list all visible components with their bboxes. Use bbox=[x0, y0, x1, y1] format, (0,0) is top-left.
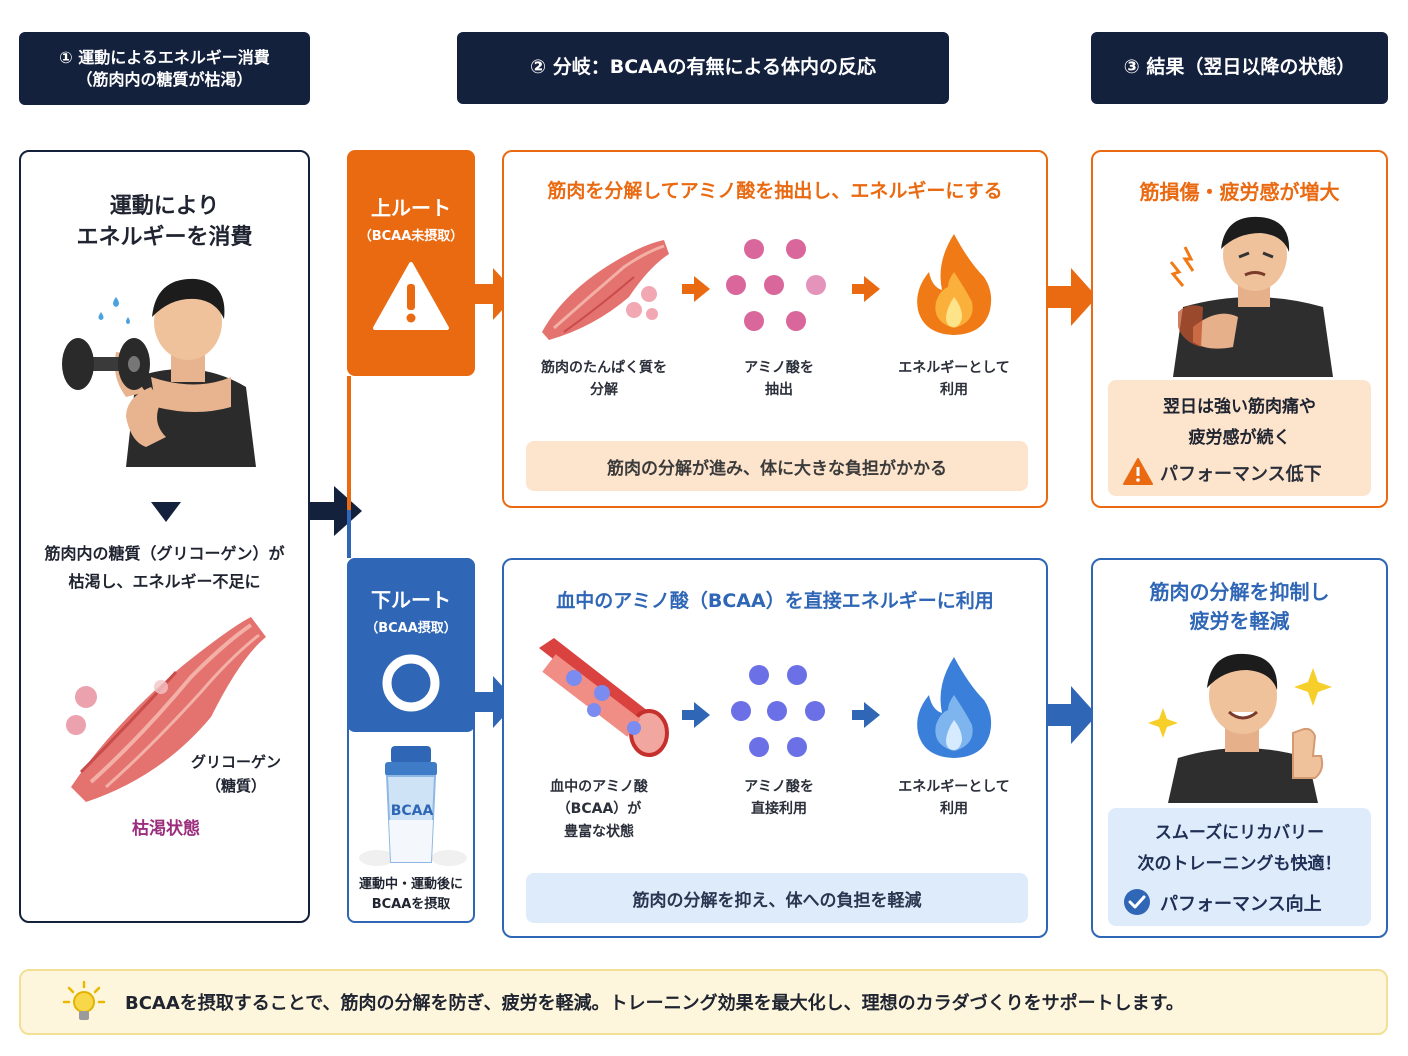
upper-step1-caption: 筋肉のたんぱく質を 分解 bbox=[524, 357, 684, 402]
good-result-panel: 筋肉の分解を抑制し 疲労を軽減 スムーズにリカバリー 次のトレーニングも快適！ … bbox=[1091, 558, 1388, 938]
performance-up-label: パフォーマンス向上 bbox=[1160, 894, 1322, 915]
amino-acid-cluster-blue bbox=[731, 665, 825, 757]
man-dumbbell-illustration bbox=[62, 278, 256, 467]
lower-process-title: 血中のアミノ酸（BCAA）を直接エネルギーに利用 bbox=[556, 590, 994, 612]
upper-step3-caption: エネルギーとして 利用 bbox=[879, 357, 1029, 402]
step1-header-line2: （筋肉内の糖質が枯渇） bbox=[76, 69, 253, 89]
step2-header: ② 分岐：BCAAの有無による体内の反応 bbox=[457, 32, 949, 104]
amino-acid-cluster-pink bbox=[726, 239, 826, 331]
upper-process-note: 筋肉の分解が進み、体に大きな負担がかかる bbox=[526, 441, 1028, 491]
performance-down-label: パフォーマンス低下 bbox=[1160, 464, 1322, 485]
bad-result-text: 翌日は強い筋肉痛や 疲労感が続く bbox=[1108, 392, 1371, 453]
lower-step3-line1: エネルギーとして bbox=[898, 779, 1010, 795]
glycogen-label: グリコーゲン （糖質） bbox=[171, 750, 301, 798]
bad-result-line1: 翌日は強い筋肉痛や bbox=[1163, 397, 1316, 417]
lower-step2-caption: アミノ酸を 直接利用 bbox=[709, 776, 849, 821]
lower-route-container: 下ルート （BCAA摂取） BCAA 運動中・運動後に BCAAを摂取 bbox=[347, 558, 475, 923]
upper-step1-line2: 分解 bbox=[590, 382, 618, 399]
bad-result-title: 筋損傷・疲労感が増大 bbox=[1139, 180, 1340, 204]
blue-flame-icon bbox=[917, 657, 992, 758]
depleted-status: 枯渇状態 bbox=[132, 819, 200, 839]
good-result-box: スムーズにリカバリー 次のトレーニングも快適！ パフォーマンス向上 bbox=[1108, 808, 1371, 926]
down-arrow-icon bbox=[151, 502, 181, 522]
shaker-caption-line1: 運動中・運動後に bbox=[358, 877, 463, 892]
lower-process-note: 筋肉の分解を抑え、体への負担を軽減 bbox=[526, 873, 1028, 923]
good-result-title: 筋肉の分解を抑制し 疲労を軽減 bbox=[1093, 578, 1386, 636]
lower-step1-line3: 豊富な状態 bbox=[564, 823, 634, 840]
upper-step-arrow-1 bbox=[682, 276, 710, 302]
muscle-breakdown-illustration bbox=[542, 240, 669, 340]
upper-route-connector bbox=[347, 376, 351, 512]
lower-step1-line1: 血中のアミノ酸 bbox=[550, 779, 648, 795]
lower-step3-line2: 利用 bbox=[940, 801, 968, 818]
upper-step1-line1: 筋肉のたんぱく質を bbox=[541, 360, 667, 376]
upper-route-sub-text: （BCAA未摂取） bbox=[358, 229, 464, 244]
step1-header-line1: ① 運動によるエネルギー消費 bbox=[59, 47, 270, 67]
good-result-line1: スムーズにリカバリー bbox=[1154, 823, 1325, 843]
man-thumbs-up-illustration bbox=[1148, 653, 1332, 803]
performance-warning-icon bbox=[1123, 458, 1153, 485]
upper-step2-line2: 抽出 bbox=[765, 382, 793, 399]
glycogen-description-line2: 枯渇し、エネルギー不足に bbox=[68, 572, 261, 591]
glycogen-description-line1: 筋肉内の糖質（グリコーゲン）が bbox=[44, 544, 285, 563]
lightbulb-icon bbox=[62, 980, 106, 1020]
circle-ok-icon bbox=[382, 654, 440, 712]
good-result-title-line2: 疲労を軽減 bbox=[1189, 609, 1290, 633]
exercise-title: 運動により エネルギーを消費 bbox=[21, 192, 308, 254]
exercise-panel: 運動により エネルギーを消費 筋肉内の糖質（グリコーゲン）が 枯渇し、エネルギー… bbox=[19, 150, 310, 923]
bad-result-line2: 疲労感が続く bbox=[1188, 427, 1291, 448]
lower-route-label-text: 下ルート bbox=[371, 588, 451, 612]
shaker-label: BCAA bbox=[390, 803, 434, 819]
upper-step3-line2: 利用 bbox=[940, 382, 968, 399]
upper-step3-line1: エネルギーとして bbox=[898, 360, 1010, 376]
upper-process-title: 筋肉を分解してアミノ酸を抽出し、エネルギーにする bbox=[547, 180, 1003, 202]
good-result-text: スムーズにリカバリー 次のトレーニングも快適！ bbox=[1108, 818, 1371, 879]
upper-route-label: 上ルート （BCAA未摂取） bbox=[347, 150, 475, 376]
lower-route-connector bbox=[347, 510, 351, 558]
lower-step-arrow-2 bbox=[852, 702, 880, 728]
lower-step2-line2: 直接利用 bbox=[751, 801, 807, 818]
glycogen-label-line2: （糖質） bbox=[205, 777, 266, 795]
exercise-title-line1: 運動により bbox=[109, 194, 220, 219]
step2-header-text: ② 分岐：BCAAの有無による体内の反応 bbox=[530, 56, 876, 79]
upper-step2-caption: アミノ酸を 抽出 bbox=[709, 357, 849, 402]
lower-step1-caption: 血中のアミノ酸 （BCAA）が 豊富な状態 bbox=[524, 776, 674, 843]
good-result-line2: 次のトレーニングも快適！ bbox=[1137, 853, 1342, 874]
footer-banner: BCAAを摂取することで、筋肉の分解を防ぎ、疲労を軽減。トレーニング効果を最大化… bbox=[19, 969, 1388, 1035]
upper-route-label-text: 上ルート bbox=[371, 196, 451, 220]
upper-step2-line1: アミノ酸を bbox=[744, 360, 814, 376]
lower-step2-line1: アミノ酸を bbox=[744, 779, 814, 795]
bad-result-box: 翌日は強い筋肉痛や 疲労感が続く パフォーマンス低下 bbox=[1108, 380, 1371, 496]
lower-step1-line2: （BCAA）が bbox=[556, 801, 642, 818]
branch-arrow-icon bbox=[308, 486, 362, 536]
lower-step3-caption: エネルギーとして 利用 bbox=[879, 776, 1029, 821]
lower-process-panel: 血中のアミノ酸（BCAA）を直接エネルギーに利用 血中のアミノ酸 （BCAA）が… bbox=[502, 558, 1048, 938]
upper-process-panel: 筋肉を分解してアミノ酸を抽出し、エネルギーにする 筋肉のたんぱく質を 分解 アミ… bbox=[502, 150, 1048, 508]
good-result-title-line1: 筋肉の分解を抑制し bbox=[1149, 580, 1330, 604]
bad-result-panel: 筋損傷・疲労感が増大 翌日は強い筋肉痛や 疲労感が続く パフォーマンス低下 bbox=[1091, 150, 1388, 508]
exercise-title-line2: エネルギーを消費 bbox=[76, 224, 253, 250]
step1-header: ① 運動によるエネルギー消費 （筋肉内の糖質が枯渇） bbox=[19, 32, 310, 105]
step3-header: ③ 結果（翌日以降の状態） bbox=[1091, 32, 1388, 104]
lower-route-sub-text: （BCAA摂取） bbox=[365, 621, 457, 636]
blood-vessel-illustration bbox=[539, 638, 669, 757]
glycogen-description: 筋肉内の糖質（グリコーゲン）が 枯渇し、エネルギー不足に bbox=[21, 540, 308, 596]
depleted-muscle-illustration bbox=[66, 617, 266, 802]
upper-result-arrow-icon bbox=[1047, 268, 1097, 326]
shaker-caption: 運動中・運動後に BCAAを摂取 bbox=[349, 875, 473, 915]
shaker-caption-line2: BCAAを摂取 bbox=[371, 897, 451, 913]
step3-header-text: ③ 結果（翌日以降の状態） bbox=[1123, 56, 1356, 79]
lower-route-label: 下ルート （BCAA摂取） bbox=[347, 558, 475, 732]
bcaa-shaker-illustration bbox=[359, 746, 467, 866]
check-circle-icon bbox=[1124, 889, 1150, 915]
footer-message: BCAAを摂取することで、筋肉の分解を防ぎ、疲労を軽減。トレーニング効果を最大化… bbox=[125, 993, 1184, 1014]
glycogen-label-line1: グリコーゲン bbox=[190, 753, 281, 771]
orange-flame-icon bbox=[917, 234, 992, 335]
man-in-pain-illustration bbox=[1169, 216, 1333, 377]
warning-icon bbox=[373, 262, 449, 330]
upper-step-arrow-2 bbox=[852, 276, 880, 302]
lower-result-arrow-icon bbox=[1047, 686, 1097, 744]
lower-step-arrow-1 bbox=[682, 702, 710, 728]
